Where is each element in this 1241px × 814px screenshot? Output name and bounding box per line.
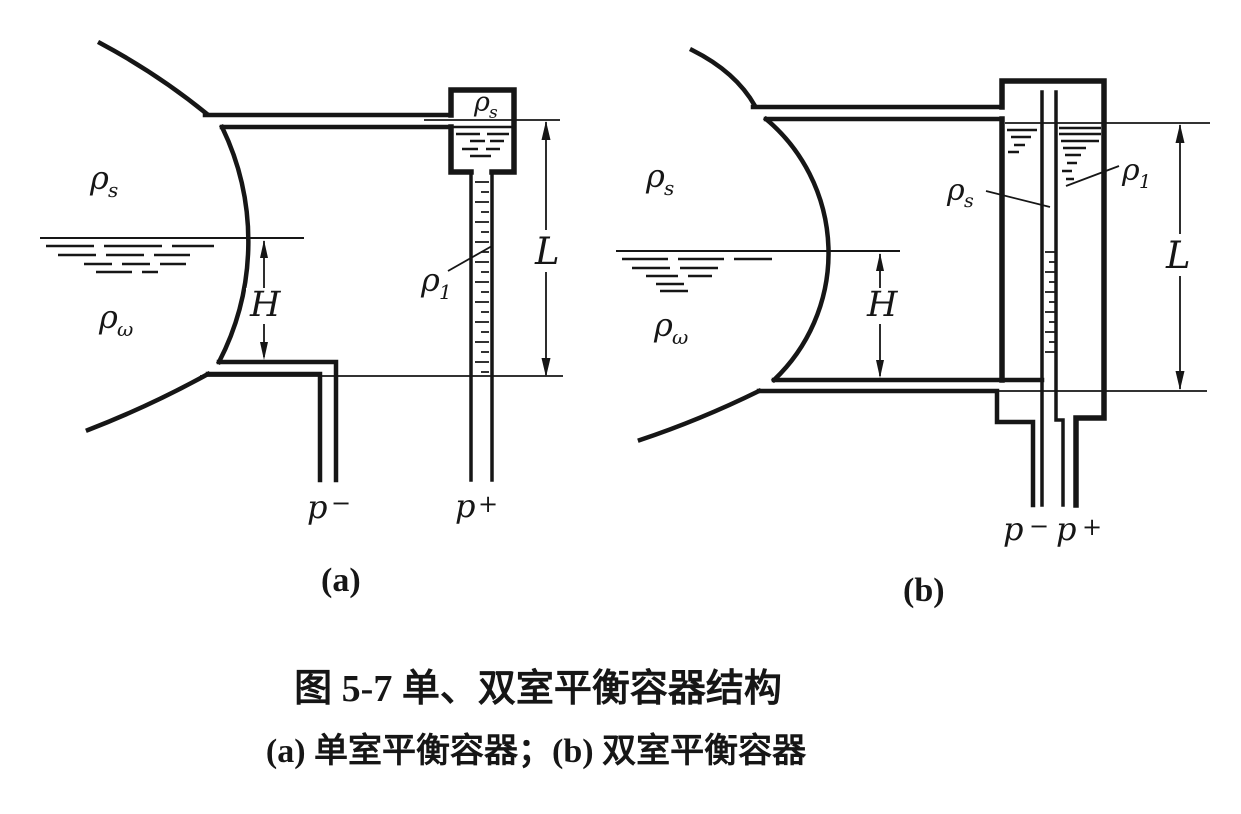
label-p-minus-b-sub: − <box>1029 512 1049 540</box>
label-rho-steam-drum-b: ρ <box>645 157 665 195</box>
label-rho-liquid-chamber-b-sub: 1 <box>1139 171 1151 193</box>
drum-outer-wall-bottom-b <box>637 387 763 443</box>
label-p-minus-b: p <box>1003 510 1023 548</box>
vessel-water-dashes-a <box>452 125 512 158</box>
subfigure-tag-a: (a) <box>321 562 361 599</box>
label-rho-liquid-tube-a: ρ <box>420 261 440 299</box>
balance-vessel-shell-left-a <box>448 124 474 175</box>
tube-scale-ticks-b <box>1045 251 1055 353</box>
letter-patch-L-a <box>529 230 563 272</box>
label-p-plus-a-sub: + <box>478 490 498 518</box>
label-rho-steam-drum-a: ρ <box>89 159 109 197</box>
figure-caption-title: 图 5-7 单、双室平衡容器结构 <box>294 667 782 710</box>
right-chamber-water-dashes-b <box>1059 126 1101 181</box>
pointer-line-rho1-b <box>1065 165 1120 187</box>
drum-outer-wall-bottom-a <box>85 370 212 433</box>
arrowhead-H-bottom-b <box>876 360 884 378</box>
label-rho-water-drum-a: ρ <box>98 298 118 336</box>
label-p-plus-b-sub: + <box>1082 513 1102 541</box>
arrowhead-H-bottom-a <box>260 342 268 360</box>
label-p-plus-a: p <box>455 487 475 525</box>
label-rho-steam-drum-b-sub: s <box>664 176 674 200</box>
tube-scale-ticks-a <box>475 181 489 373</box>
letter-patch-H-a <box>246 288 282 324</box>
label-rho-liquid-chamber-b: ρ <box>1121 153 1140 188</box>
label-rho-water-drum-b-sub: ω <box>672 325 688 349</box>
arrowhead-H-top-a <box>260 240 268 258</box>
label-height-H-a: H <box>249 285 282 325</box>
label-rho-water-drum-a-sub: ω <box>117 317 133 341</box>
arrowhead-L-top-b <box>1175 124 1185 143</box>
drum-inner-wall-b <box>762 115 831 384</box>
vessel-cap-and-right-wall-b <box>999 78 1107 508</box>
figure-caption-subtitle: (a) 单室平衡容器；(b) 双室平衡容器 <box>266 731 807 770</box>
label-rho-steam-drum-a-sub: s <box>108 178 118 202</box>
label-rho-steam-vessel-a: ρ <box>473 87 490 118</box>
drum-inner-wall-a <box>215 123 251 366</box>
label-rho-water-drum-b: ρ <box>653 306 673 344</box>
drum-outer-wall-top-a <box>96 39 211 118</box>
water-pipe-lower-wall-a <box>205 371 323 483</box>
label-rho-steam-chamber-b-sub: s <box>964 190 974 212</box>
label-length-L-b: L <box>1165 234 1191 277</box>
label-rho-steam-vessel-a-sub: s <box>489 103 498 123</box>
left-chamber-water-dashes-b <box>1007 128 1037 154</box>
letter-patch-H-b <box>861 288 899 324</box>
water-pipe-lower-wall-and-pminus-b <box>756 388 1036 508</box>
pointer-line-rhos-b <box>985 190 1051 208</box>
arrowhead-L-bottom-b <box>1175 371 1185 390</box>
arrowhead-H-top-b <box>876 253 884 271</box>
label-rho-liquid-tube-a-sub: 1 <box>439 280 452 304</box>
water-pipe-upper-wall-a <box>216 359 339 483</box>
subfigure-tag-b: (b) <box>903 572 945 609</box>
label-length-L-a: L <box>534 230 560 273</box>
drum-outer-wall-top-b <box>688 46 759 110</box>
drum-water-dashes-a <box>46 244 214 274</box>
arrowhead-L-top-a <box>541 121 551 140</box>
drum-water-dashes-b <box>622 257 772 293</box>
central-tube-right-wall-and-pplus-b <box>1054 90 1065 507</box>
label-p-minus-a-sub: − <box>331 489 351 517</box>
label-p-minus-a: p <box>307 488 327 526</box>
label-rho-steam-chamber-b: ρ <box>946 173 965 208</box>
label-height-H-b: H <box>866 285 899 325</box>
balance-vessel-shell-right-a <box>448 87 517 175</box>
letter-patch-L-b <box>1160 234 1196 276</box>
label-p-plus-b: p <box>1056 510 1076 548</box>
arrowhead-L-bottom-a <box>541 358 551 377</box>
